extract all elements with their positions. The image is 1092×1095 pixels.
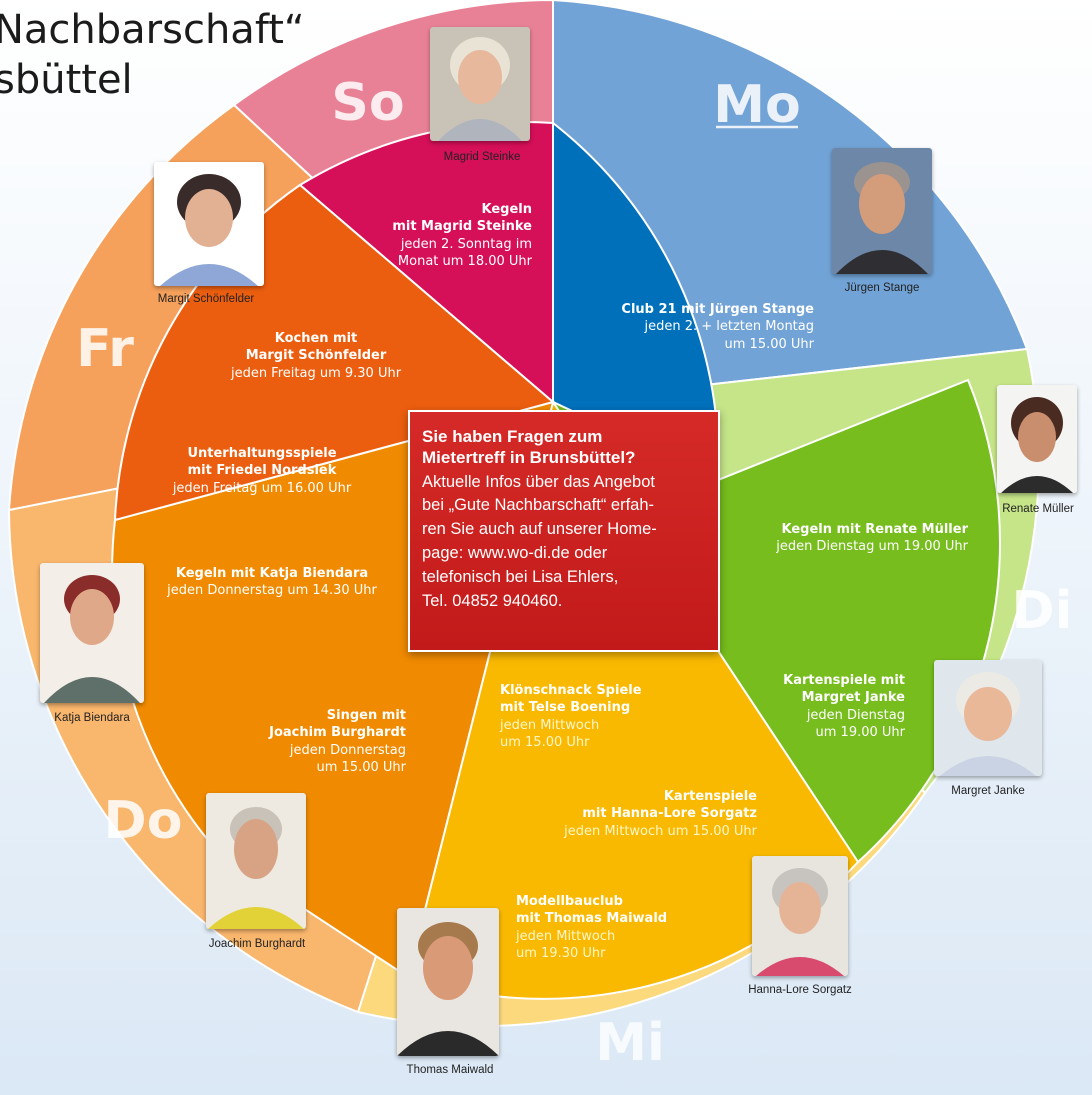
info-question-line-2: Mietertreff in Brunsbüttel? — [422, 448, 636, 468]
day-label-fr: Fr — [76, 319, 134, 379]
event-title: Unterhaltungsspiele — [187, 446, 337, 461]
event-title: Kartenspiele — [663, 789, 757, 804]
info-question-line-1: Sie haben Fragen zum — [422, 427, 603, 446]
event-detail: jeden Freitag um 16.00 Uhr — [172, 480, 352, 496]
event-title: Kegeln mit Renate Müller — [781, 522, 968, 537]
portrait-image — [832, 148, 932, 274]
event-detail: um 19.30 Uhr — [516, 945, 606, 961]
event-title: mit Friedel Nordsiek — [187, 463, 337, 479]
caption-hanna-lore-sorgatz: Hanna-Lore Sorgatz — [748, 984, 852, 996]
page-title-line-2: sbüttel — [0, 57, 133, 103]
info-text-line: Aktuelle Infos über das Angebot — [422, 472, 655, 491]
page-title-line-1: Nachbarschaft“ — [0, 7, 305, 53]
event-title: Kochen mit — [274, 331, 358, 346]
event-title: Kartenspiele mit — [783, 673, 905, 688]
event-mi-kloen: Klönschnack Spiele mit Telse Boening jed… — [500, 682, 700, 751]
event-title: Kegeln mit Katja Biendara — [175, 566, 369, 581]
portrait-image — [430, 27, 530, 141]
event-title: mit Telse Boening — [500, 700, 631, 716]
event-detail: jeden Mittwoch um 15.00 Uhr — [564, 823, 757, 839]
portrait-hanna-lore-sorgatz — [752, 856, 848, 976]
event-title: mit Thomas Maiwald — [516, 911, 668, 927]
portrait-image — [397, 908, 499, 1056]
event-do-singen: Singen mit Joachim Burghardt jeden Donne… — [216, 707, 406, 776]
portrait-image — [934, 660, 1042, 776]
event-title: Singen mit — [326, 708, 406, 723]
caption-katja-biendara: Katja Biendara — [54, 712, 130, 724]
portrait-margit-schoenfelder — [154, 162, 264, 286]
event-detail: jeden Donnerstag um 14.30 Uhr — [167, 583, 377, 599]
day-label-di: Di — [1012, 581, 1073, 641]
event-title: Margret Janke — [801, 690, 905, 706]
event-title: Kegeln — [481, 202, 533, 217]
event-title: mit Hanna-Lore Sorgatz — [582, 806, 757, 822]
event-title: Margit Schönfelder — [245, 348, 387, 364]
event-title: mit Magrid Steinke — [392, 219, 532, 235]
caption-juergen-stange: Jürgen Stange — [844, 282, 920, 294]
caption-thomas-maiwald: Thomas Maiwald — [406, 1064, 494, 1076]
event-detail: Monat um 18.00 Uhr — [397, 253, 532, 269]
portrait-image — [154, 162, 264, 286]
event-detail: jeden Freitag um 9.30 Uhr — [230, 365, 402, 381]
event-title: Klönschnack Spiele — [500, 683, 642, 698]
caption-magrid-steinke: Magrid Steinke — [443, 151, 521, 163]
event-detail: jeden Dienstag — [806, 707, 905, 723]
event-detail: jeden 2. Sonntag im — [400, 236, 532, 252]
portrait-image — [997, 385, 1077, 493]
portrait-image — [206, 793, 306, 929]
event-title: Joachim Burghardt — [269, 725, 406, 741]
portrait-joachim-burghardt — [206, 793, 306, 929]
info-text-line: page: www.wo-di.de oder — [422, 544, 608, 563]
portrait-katja-biendara — [40, 563, 144, 703]
event-title: Modellbauclub — [516, 894, 623, 909]
event-mi-modell: Modellbauclub mit Thomas Maiwald jeden M… — [516, 893, 716, 962]
day-label-so: So — [331, 73, 404, 133]
day-labels: So Mo Di Mi Do Fr — [76, 73, 1072, 1073]
event-detail: jeden Dienstag um 19.00 Uhr — [776, 539, 968, 555]
event-detail: jeden Donnerstag — [289, 742, 406, 758]
portrait-juergen-stange — [832, 148, 932, 274]
info-box: Sie haben Fragen zum Mietertreff in Brun… — [408, 410, 720, 652]
portrait-thomas-maiwald — [397, 908, 499, 1056]
event-detail: um 15.00 Uhr — [500, 734, 590, 750]
portrait-renate-mueller — [997, 385, 1077, 493]
event-so-kegeln: Kegeln mit Magrid Steinke jeden 2. Sonnt… — [352, 201, 532, 270]
portrait-image — [752, 856, 848, 976]
event-do-kegeln: Kegeln mit Katja Biendara jeden Donnerst… — [138, 565, 406, 600]
portrait-image — [40, 563, 144, 703]
event-detail: um 15.00 Uhr — [724, 336, 814, 352]
caption-margit-schoenfelder: Margit Schönfelder — [157, 293, 255, 305]
event-detail: jeden Mittwoch — [516, 928, 616, 944]
event-di-karten: Kartenspiele mit Margret Janke jeden Die… — [740, 672, 905, 741]
info-text-line: ren Sie auch auf unserer Home- — [422, 520, 657, 539]
segment-so-inner — [298, 121, 554, 405]
event-fr-unterhaltung: Unterhaltungsspiele mit Friedel Nordsiek… — [138, 445, 386, 497]
day-label-mi: Mi — [595, 1013, 665, 1073]
event-detail: um 15.00 Uhr — [316, 759, 406, 775]
event-detail: um 19.00 Uhr — [815, 724, 905, 740]
event-title: Club 21 mit Jürgen Stange — [621, 302, 814, 317]
event-mi-karten: Kartenspiele mit Hanna-Lore Sorgatz jede… — [520, 788, 757, 840]
event-di-kegeln: Kegeln mit Renate Müller jeden Dienstag … — [738, 521, 968, 556]
info-text-line: Tel. 04852 940460. — [422, 592, 563, 611]
info-text-line: telefonisch bei Lisa Ehlers, — [422, 568, 619, 587]
portrait-margret-janke — [934, 660, 1042, 776]
caption-renate-mueller: Renate Müller — [1002, 503, 1074, 515]
event-detail: jeden Mittwoch — [500, 717, 600, 733]
caption-joachim-burghardt: Joachim Burghardt — [208, 938, 306, 950]
event-fr-kochen: Kochen mit Margit Schönfelder jeden Frei… — [205, 330, 427, 382]
info-text-line: bei „Gute Nachbarschaft“ erfah- — [422, 496, 655, 515]
portrait-magrid-steinke — [430, 27, 530, 141]
event-detail: jeden 2. + letzten Montag — [644, 319, 814, 335]
day-label-mo: Mo — [713, 75, 800, 135]
day-label-do: Do — [104, 791, 183, 851]
caption-margret-janke: Margret Janke — [951, 785, 1025, 797]
event-mo-club: Club 21 mit Jürgen Stange jeden 2. + let… — [560, 301, 814, 353]
